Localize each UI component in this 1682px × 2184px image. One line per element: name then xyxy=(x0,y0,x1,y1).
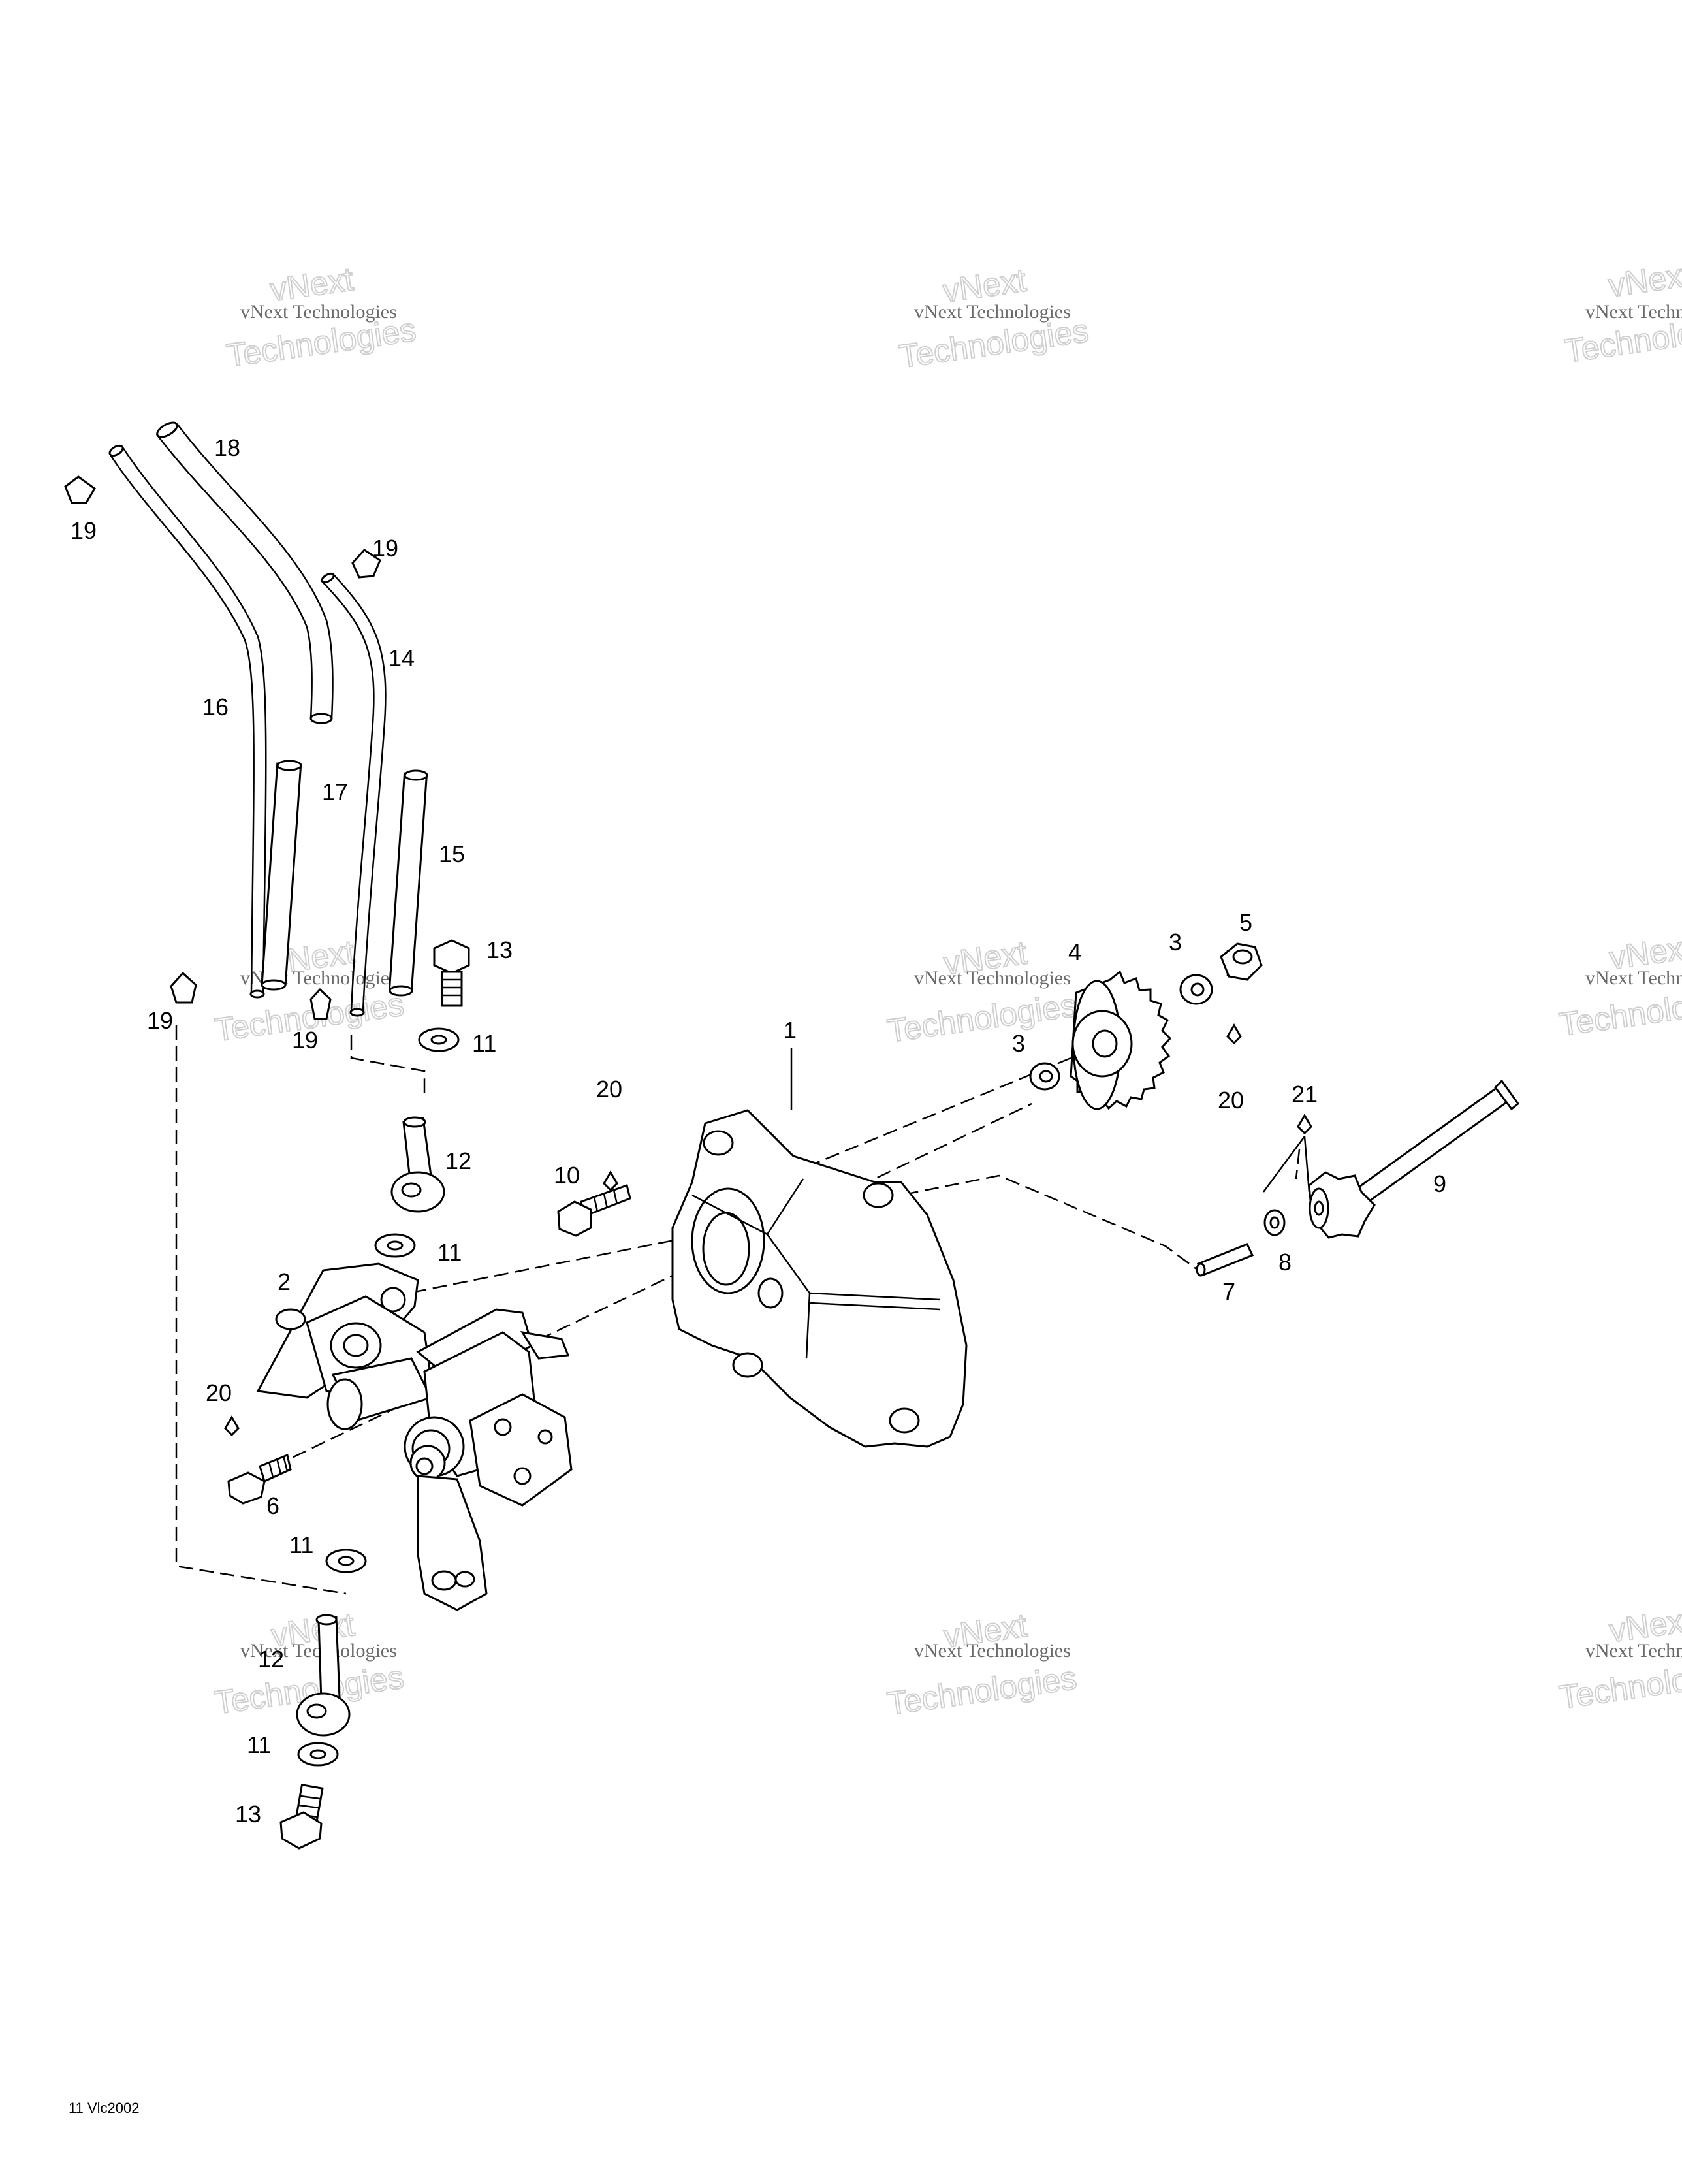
watermark-bottom-center: Technologies vNext xyxy=(884,1606,1079,1722)
washer-11 xyxy=(325,1549,367,1573)
hose-clamp-19 xyxy=(351,549,381,579)
callout-20: 20 xyxy=(206,1379,232,1406)
svg-text:vNext: vNext xyxy=(1606,256,1682,304)
watermark-text: vNext Technologies xyxy=(1585,1640,1682,1662)
banjo-fitting-12-bottom xyxy=(296,1614,351,1737)
callout-2: 2 xyxy=(278,1268,291,1295)
callout-11: 11 xyxy=(247,1731,271,1758)
callout-15: 15 xyxy=(439,841,465,867)
hose-clamp-19 xyxy=(309,988,332,1020)
hose-15 xyxy=(388,769,428,997)
hose-17 xyxy=(261,760,302,991)
callout-20: 20 xyxy=(1218,1087,1244,1114)
washer-8 xyxy=(1263,1209,1286,1236)
washer-11 xyxy=(418,1027,460,1052)
leader-lines xyxy=(790,1048,1310,1193)
callout-7: 7 xyxy=(1222,1278,1235,1305)
callout-21: 21 xyxy=(1292,1081,1318,1108)
nut-5 xyxy=(1220,942,1263,981)
callout-11: 11 xyxy=(289,1532,313,1558)
banjo-bolt-13-bottom xyxy=(279,1783,324,1850)
watermark-text: vNext Technologies xyxy=(1585,301,1682,323)
callout-4: 4 xyxy=(1068,939,1081,965)
callout-1: 1 xyxy=(784,1017,797,1044)
sealant-drop-20 xyxy=(603,1170,618,1192)
callout-11: 11 xyxy=(437,1239,462,1266)
svg-text:Technologies: Technologies xyxy=(1557,1653,1682,1716)
watermark-mid-center: Technologies vNext xyxy=(884,933,1079,1050)
hose-16 xyxy=(108,444,267,999)
svg-text:Technologies: Technologies xyxy=(1557,980,1682,1043)
figure-code: 11 Vlc2002 xyxy=(69,2100,139,2116)
callout-19: 19 xyxy=(372,535,398,562)
banjo-fitting-12-top xyxy=(390,1116,445,1213)
callout-3: 3 xyxy=(1169,929,1182,956)
pump-shaft-9 xyxy=(1308,1079,1520,1239)
callout-17: 17 xyxy=(322,779,348,805)
callout-9: 9 xyxy=(1433,1170,1446,1197)
callout-14: 14 xyxy=(389,645,415,671)
callout-3: 3 xyxy=(1012,1030,1025,1057)
hose-clamp-19 xyxy=(64,475,96,504)
callout-6: 6 xyxy=(266,1492,279,1519)
washer-11 xyxy=(297,1742,339,1767)
hose-18 xyxy=(156,421,334,724)
svg-text:Technologies: Technologies xyxy=(885,987,1079,1050)
svg-text:Technologies: Technologies xyxy=(885,1660,1079,1722)
watermark-text: vNext Technologies xyxy=(1585,967,1682,989)
callout-16: 16 xyxy=(202,694,229,720)
banjo-bolt-13-top xyxy=(433,939,470,1007)
watermark-text: vNext Technologies xyxy=(914,967,1071,989)
bolt-10 xyxy=(557,1184,631,1237)
callout-11: 11 xyxy=(472,1030,496,1057)
pump-housing-1 xyxy=(671,1109,968,1448)
bolt-6 xyxy=(227,1453,292,1505)
callout-12: 12 xyxy=(445,1148,471,1174)
callout-18: 18 xyxy=(214,434,240,461)
washer-11 xyxy=(374,1233,416,1258)
callout-20: 20 xyxy=(596,1076,622,1102)
oil-pump-2 xyxy=(256,1262,573,1611)
watermark-text: vNext Technologies xyxy=(914,1640,1071,1662)
pin-7 xyxy=(1196,1243,1254,1277)
callout-13: 13 xyxy=(486,937,513,963)
gear-4 xyxy=(1070,970,1172,1110)
callout-19: 19 xyxy=(292,1027,318,1053)
watermark-text: vNext Technologies xyxy=(240,301,397,323)
sealant-drop-21 xyxy=(1297,1114,1312,1135)
callout-5: 5 xyxy=(1239,909,1252,936)
callout-12: 12 xyxy=(258,1646,284,1673)
sealant-drop-20 xyxy=(1226,1023,1242,1045)
callout-13: 13 xyxy=(235,1801,261,1827)
callout-19: 19 xyxy=(71,517,97,544)
watermark-text: vNext Technologies xyxy=(914,301,1071,323)
washer-3 xyxy=(1029,1062,1060,1091)
washer-3 xyxy=(1179,974,1213,1005)
sealant-drop-20 xyxy=(224,1415,240,1437)
callout-19: 19 xyxy=(147,1007,173,1034)
callout-10: 10 xyxy=(554,1162,580,1189)
hose-clamp-19 xyxy=(170,971,197,1004)
hose-14 xyxy=(321,572,387,1017)
callout-8: 8 xyxy=(1278,1249,1292,1276)
